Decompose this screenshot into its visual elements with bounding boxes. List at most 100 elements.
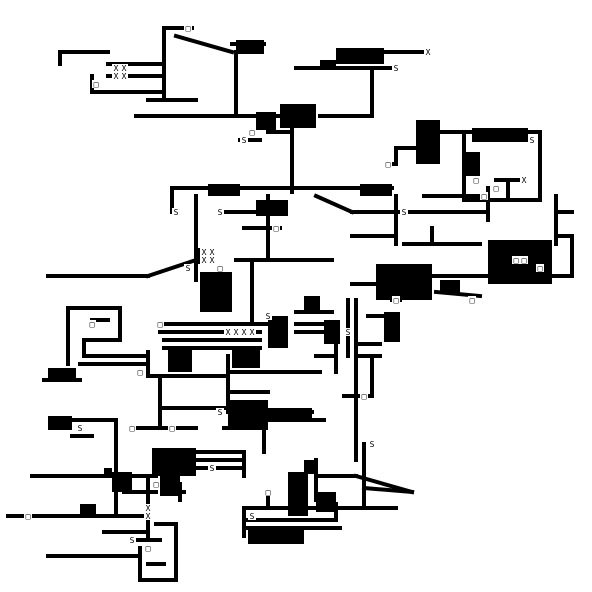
room-block — [248, 528, 304, 544]
start-marker: S — [186, 264, 191, 273]
start-marker: S — [402, 208, 407, 217]
room-layer — [48, 40, 552, 544]
node-marker: □ — [154, 480, 159, 489]
room-block — [268, 408, 312, 420]
marker-backdrop — [224, 328, 232, 336]
room-block — [416, 120, 440, 164]
start-marker: S — [210, 464, 215, 473]
room-block — [280, 104, 316, 128]
node-marker: □ — [130, 424, 135, 433]
node-marker: □ — [522, 256, 527, 265]
room-block — [236, 40, 264, 54]
node-marker: □ — [362, 392, 367, 401]
node-marker: □ — [186, 24, 191, 33]
marker-backdrop — [400, 208, 408, 216]
start-marker: S — [130, 536, 135, 545]
marker-backdrop — [208, 464, 216, 472]
room-block — [304, 296, 320, 312]
node-marker: □ — [274, 224, 279, 233]
start-marker: S — [394, 64, 399, 73]
start-marker: S — [242, 136, 247, 145]
start-marker: S — [346, 328, 351, 337]
node-marker: □ — [94, 80, 99, 89]
room-block — [112, 472, 132, 492]
room-block — [304, 460, 316, 474]
marker-backdrop — [208, 248, 216, 256]
marker-backdrop — [128, 536, 136, 544]
room-block — [464, 152, 480, 176]
marker-backdrop — [492, 184, 500, 192]
room-block — [232, 348, 260, 368]
node-marker: □ — [158, 320, 163, 329]
marker-backdrop — [184, 24, 192, 32]
node-marker: □ — [474, 176, 479, 185]
start-marker: S — [218, 408, 223, 417]
node-marker: □ — [170, 424, 175, 433]
node-marker: □ — [394, 296, 399, 305]
marker-backdrop — [468, 296, 476, 304]
marker-backdrop — [112, 72, 120, 80]
start-marker: S — [370, 440, 375, 449]
marker-backdrop — [240, 328, 248, 336]
marker-backdrop — [184, 264, 192, 272]
marker-backdrop — [216, 408, 224, 416]
node-marker: □ — [482, 192, 487, 201]
marker-backdrop — [520, 176, 528, 184]
room-block — [256, 200, 288, 216]
marker-backdrop — [248, 328, 256, 336]
marker-backdrop — [536, 264, 544, 272]
node-marker: □ — [90, 320, 95, 329]
marker-backdrop — [216, 208, 224, 216]
room-block — [288, 472, 308, 516]
blocked-marker: X — [522, 176, 527, 185]
marker-backdrop — [200, 248, 208, 256]
node-marker: □ — [146, 544, 151, 553]
marker-backdrop — [152, 480, 160, 488]
marker-backdrop — [88, 320, 96, 328]
room-block — [376, 264, 432, 300]
room-block — [320, 60, 336, 70]
start-marker: S — [530, 136, 535, 145]
marker-backdrop — [248, 512, 256, 520]
blocked-marker: X — [210, 256, 215, 265]
marker-backdrop — [24, 512, 32, 520]
node-marker: □ — [538, 264, 543, 273]
marker-backdrop — [368, 440, 376, 448]
room-block — [80, 504, 96, 516]
marker-backdrop — [144, 544, 152, 552]
marker-backdrop — [92, 80, 100, 88]
room-block — [48, 368, 76, 382]
room-block — [208, 184, 240, 196]
marker-backdrop — [208, 256, 216, 264]
blocked-marker: X — [210, 248, 215, 257]
blocked-marker: X — [226, 328, 231, 337]
room-block — [48, 416, 72, 430]
blocked-marker: X — [426, 48, 431, 57]
room-block — [256, 112, 276, 130]
node-marker: □ — [138, 368, 143, 377]
marker-backdrop — [520, 256, 528, 264]
marker-backdrop — [144, 504, 152, 512]
blocked-marker: X — [202, 248, 207, 257]
marker-backdrop — [480, 192, 488, 200]
blocked-marker: X — [122, 72, 127, 81]
room-block — [200, 272, 232, 312]
room-block — [160, 476, 180, 496]
marker-backdrop — [144, 512, 152, 520]
room-block — [324, 320, 340, 344]
node-marker: □ — [266, 488, 271, 497]
marker-backdrop — [76, 424, 84, 432]
start-marker: S — [250, 512, 255, 521]
start-marker: S — [174, 208, 179, 217]
marker-backdrop — [264, 312, 272, 320]
marker-backdrop — [272, 224, 280, 232]
room-block — [440, 280, 460, 294]
marker-backdrop — [168, 424, 176, 432]
corridor-segment — [145, 257, 199, 279]
room-block — [316, 492, 336, 512]
corridor-segment — [361, 485, 415, 495]
blocked-marker: X — [242, 328, 247, 337]
marker-backdrop — [136, 368, 144, 376]
